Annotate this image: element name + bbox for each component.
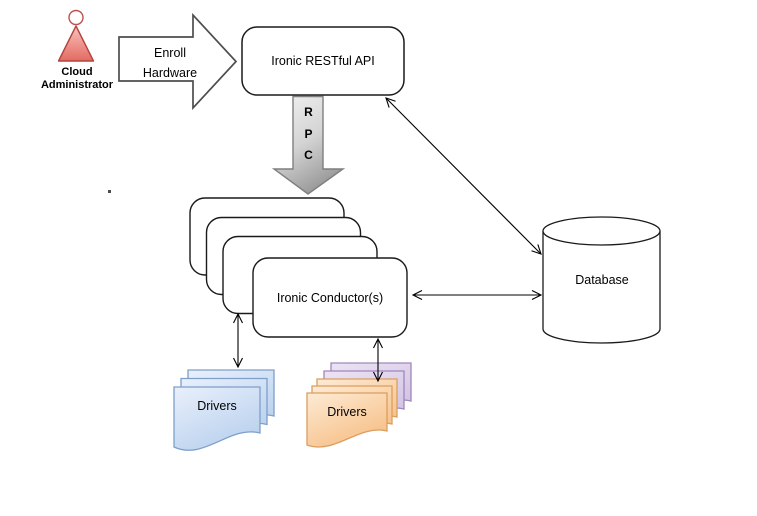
enroll-hardware-label: Enroll Hardware <box>142 46 198 80</box>
stray-dot <box>108 190 111 193</box>
enroll-hardware-arrow-shape <box>118 12 238 111</box>
drivers-right-label: Drivers <box>327 405 367 419</box>
cloud-administrator-body-icon <box>57 25 95 62</box>
drivers-left-doc-front <box>173 386 261 451</box>
database-label: Database <box>575 272 629 287</box>
conductor-box-label: Ironic Conductor(s) <box>276 290 384 305</box>
conductor-box-front <box>252 257 408 338</box>
database-cylinder-body <box>542 231 661 344</box>
cloud-administrator-label: Cloud Administrator <box>40 66 114 91</box>
drivers-left-label: Drivers <box>197 399 237 413</box>
rpc-arrow-shape <box>271 95 346 195</box>
api-box-shape <box>241 26 405 96</box>
api-database-arrow <box>385 97 542 255</box>
database-cylinder-top <box>542 216 661 246</box>
api-box-label: Ironic RESTful API <box>271 54 375 68</box>
drivers-right-doc-front <box>306 392 388 448</box>
cloud-administrator-head-icon <box>68 9 84 26</box>
rpc-label: RPC <box>304 105 313 162</box>
